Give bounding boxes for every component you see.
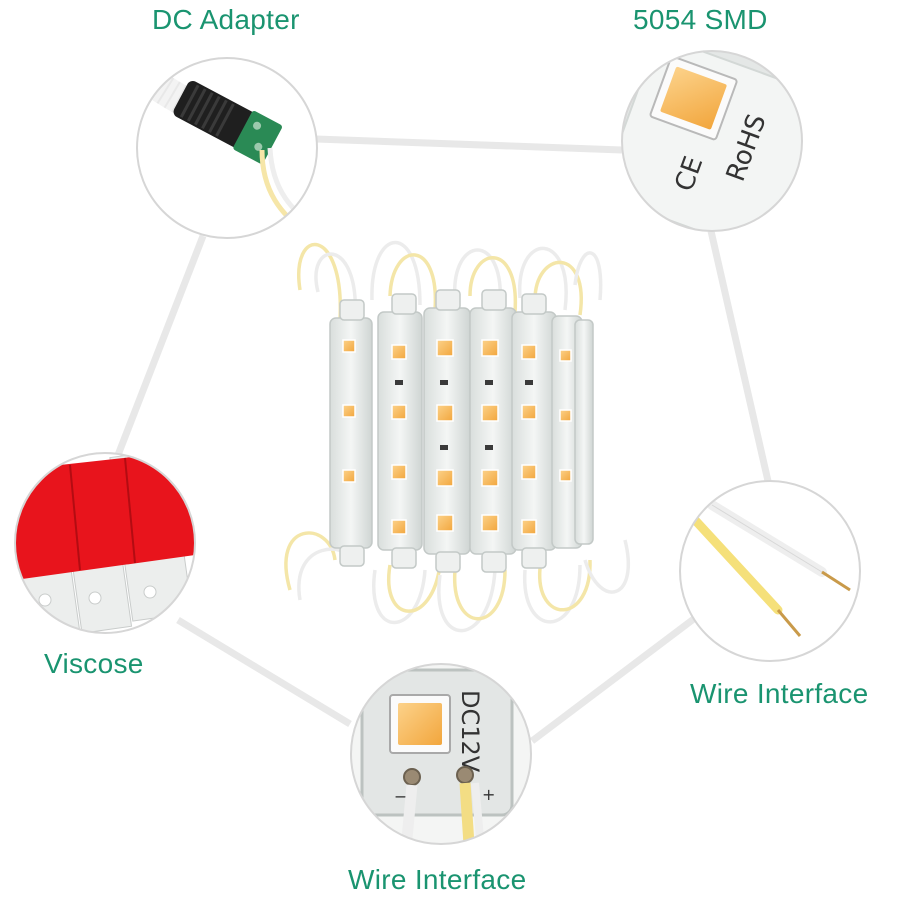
module-bars xyxy=(329,307,594,555)
led-module-cluster-photo xyxy=(284,241,631,633)
dc-adapter-photo xyxy=(136,57,318,239)
voltage-mark: DC12V xyxy=(456,690,484,773)
plus-mark: + xyxy=(482,785,495,804)
module-terminal-photo: DC12V − + xyxy=(350,663,532,845)
label-dc-adapter: DC Adapter xyxy=(152,4,300,35)
label-wire-interface-bottom: Wire Interface xyxy=(348,864,527,895)
label-viscose: Viscose xyxy=(44,648,144,679)
label-5054-smd: 5054 SMD xyxy=(633,4,768,35)
minus-mark: − xyxy=(394,787,407,806)
connector-lines xyxy=(114,135,772,744)
wire-photo xyxy=(679,480,861,662)
viscose-tape-photo xyxy=(14,452,196,634)
label-wire-interface-right: Wire Interface xyxy=(690,678,869,709)
smd-chip-photo: RoHS CE xyxy=(621,50,803,232)
